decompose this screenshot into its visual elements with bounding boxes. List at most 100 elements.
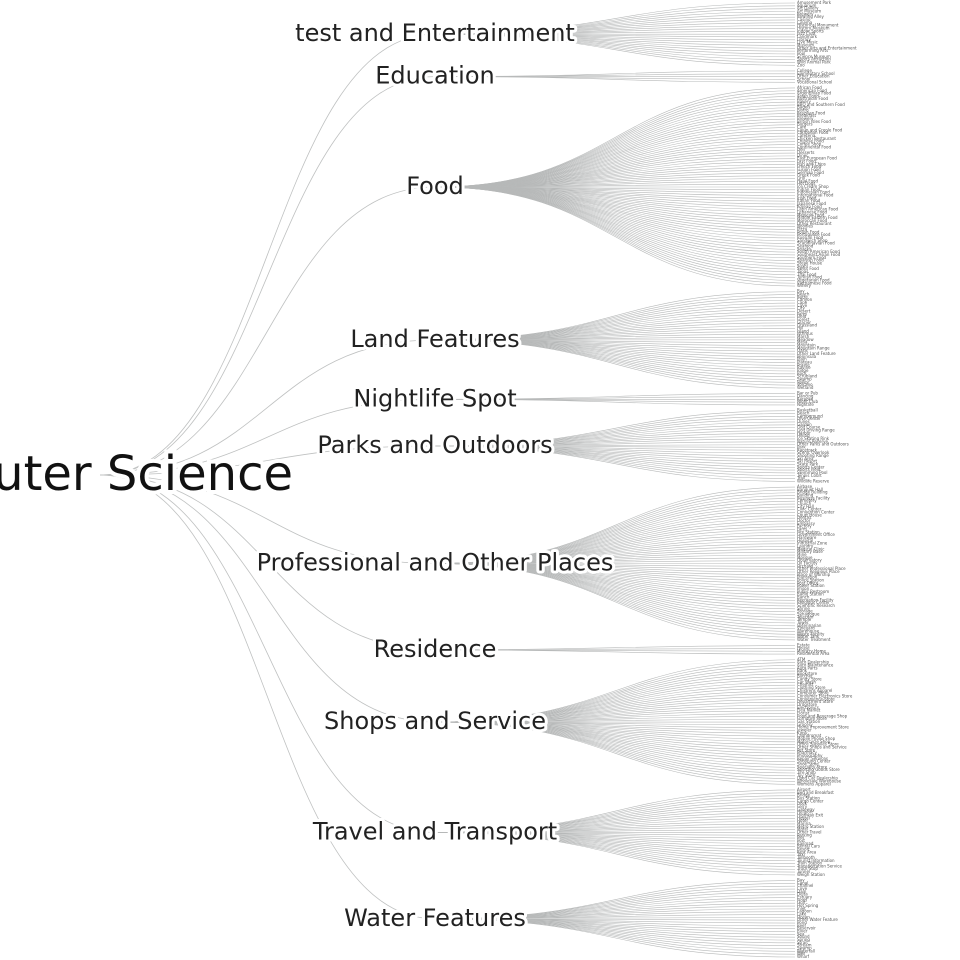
leaf-node-label[interactable]: Consumer Electronics Store [797, 694, 853, 699]
leaf-node-label[interactable]: Russian Food [797, 235, 824, 240]
leaf-node-label[interactable]: Butte [797, 294, 808, 299]
leaf-node-label[interactable]: Military Base [797, 549, 823, 554]
leaf-node-label[interactable]: Estate [797, 643, 810, 648]
leaf-node-label[interactable]: Industrial Zone [797, 541, 828, 546]
leaf-node-label[interactable]: Marina [797, 821, 811, 826]
category-node-label[interactable]: Parks and Outdoors [314, 428, 555, 462]
leaf-node-label[interactable]: Winery [797, 283, 812, 288]
leaf-node-label[interactable]: Lebanese Food [797, 209, 827, 214]
leaf-node-label[interactable]: Art Gallery [797, 6, 819, 11]
leaf-node-label[interactable]: Mine [797, 552, 807, 557]
leaf-node-label[interactable]: Asian Food [797, 93, 819, 98]
leaf-node-label[interactable]: Bowling Alley [797, 14, 824, 19]
leaf-node-label[interactable]: Brewery [797, 116, 814, 121]
leaf-node-label[interactable]: Sporting Goods Store [797, 767, 840, 772]
leaf-node-label[interactable]: Isthmus [797, 331, 813, 336]
leaf-node-label[interactable]: Skate Park [797, 461, 819, 466]
leaf-node-label[interactable]: Farm [797, 311, 807, 316]
leaf-node-label[interactable]: Fjord [797, 897, 807, 902]
category-node-label[interactable]: Nightlife Spot [350, 381, 519, 415]
leaf-node-label[interactable]: Forest [797, 317, 810, 322]
leaf-node-label[interactable]: Car Wash [797, 679, 816, 684]
leaf-node-label[interactable]: Island [797, 328, 809, 333]
leaf-node-label[interactable]: Auto Maintenance [797, 662, 834, 667]
leaf-node-label[interactable]: Drugstore [797, 702, 817, 707]
leaf-node-label[interactable]: Vegetarian Food [797, 277, 830, 282]
leaf-node-label[interactable]: Grill [797, 176, 805, 181]
leaf-node-label[interactable]: Racetrack [797, 447, 818, 452]
leaf-node-label[interactable]: Other Education [797, 74, 830, 79]
leaf-node-label[interactable]: Lake [797, 912, 807, 917]
leaf-node-label[interactable]: ATM [797, 657, 806, 662]
leaf-node-label[interactable]: Golf Driving Range [797, 427, 835, 432]
leaf-node-label[interactable]: Portuguese Food [797, 232, 831, 237]
leaf-node-label[interactable]: Korean Food [797, 204, 822, 209]
leaf-node-label[interactable]: Bakery [797, 99, 811, 104]
leaf-node-label[interactable]: Art Museum [797, 8, 821, 13]
leaf-node-label[interactable]: Scientific Research [797, 603, 835, 608]
leaf-node-label[interactable]: Library [797, 37, 812, 42]
leaf-node-label[interactable]: Church [797, 501, 812, 506]
leaf-node-label[interactable]: River [797, 929, 808, 934]
leaf-node-label[interactable]: Strait [797, 940, 808, 945]
leaf-node-label[interactable]: Dam [797, 889, 807, 894]
leaf-node-label[interactable]: Gateway [797, 807, 815, 812]
leaf-node-label[interactable]: Ranch [797, 594, 810, 599]
category-node-label[interactable]: Water Features [341, 901, 529, 935]
leaf-node-label[interactable]: Candy Store [797, 677, 822, 682]
leaf-node-label[interactable]: Mosque [797, 555, 813, 560]
leaf-node-label[interactable]: Wild Animal Park [797, 59, 831, 64]
leaf-node-label[interactable]: City [797, 306, 805, 311]
leaf-node-label[interactable]: Hot Spring [797, 903, 819, 908]
leaf-node-label[interactable]: Cemetery [797, 498, 817, 503]
leaf-node-label[interactable]: Computer Store [797, 691, 829, 696]
leaf-node-label[interactable]: Scenic Overlook [797, 450, 830, 455]
leaf-node-label[interactable]: Bistro [797, 108, 809, 113]
leaf-node-label[interactable]: Police Station [797, 577, 825, 582]
leaf-node-label[interactable]: Thai Food [796, 272, 817, 277]
leaf-node-label[interactable]: Scandinavian Food [797, 241, 835, 246]
leaf-node-label[interactable]: Lagoon [797, 909, 812, 914]
leaf-node-label[interactable]: Polish Food [797, 229, 820, 234]
leaf-node-label[interactable]: Vineyard [797, 626, 815, 631]
leaf-node-label[interactable]: Pizza [797, 226, 808, 231]
leaf-node-label[interactable]: Dunes [797, 419, 810, 424]
leaf-node-label[interactable]: Continental Food [797, 144, 831, 149]
leaf-node-label[interactable]: Home Improvement Store [797, 725, 849, 730]
leaf-node-label[interactable]: Canal [797, 880, 808, 885]
leaf-node-label[interactable]: Sandwich Shop [797, 238, 828, 243]
leaf-node-label[interactable]: Chinese Food [797, 139, 824, 144]
leaf-node-label[interactable]: Toy Store [796, 773, 816, 778]
leaf-node-label[interactable]: Airport [797, 787, 811, 792]
leaf-node-label[interactable]: Tennis Court [796, 473, 822, 478]
category-node-label[interactable]: Food [403, 169, 467, 203]
leaf-node-label[interactable]: Sea [797, 931, 805, 936]
leaf-node-label[interactable]: Argentinian Food [797, 91, 831, 96]
leaf-node-label[interactable]: British Isles Food [797, 119, 831, 124]
leaf-node-label[interactable]: Snacks [797, 246, 811, 251]
leaf-node-label[interactable]: Tapas [796, 269, 808, 274]
leaf-node-label[interactable]: Department Store [797, 699, 834, 704]
leaf-node-label[interactable]: Fire Station [797, 529, 820, 534]
leaf-node-label[interactable]: Hospital [797, 538, 813, 543]
leaf-node-label[interactable]: Landmark [797, 34, 818, 39]
leaf-node-label[interactable]: Meadow [797, 337, 814, 342]
leaf-node-label[interactable]: Pier [797, 835, 805, 840]
leaf-node-label[interactable]: Japanese Food [796, 201, 826, 206]
leaf-node-label[interactable]: Ice Skating Rink [797, 436, 830, 441]
leaf-node-label[interactable]: College [797, 68, 812, 73]
leaf-node-label[interactable]: Beach [797, 292, 810, 297]
leaf-node-label[interactable]: Pool [797, 51, 805, 56]
leaf-node-label[interactable]: Bus Station [797, 795, 820, 800]
leaf-node-label[interactable]: Cape [797, 300, 808, 305]
leaf-node-label[interactable]: Prairie [797, 362, 810, 367]
leaf-node-label[interactable]: Tower [796, 620, 809, 625]
leaf-node-label[interactable]: Tollbooth [796, 855, 815, 860]
leaf-node-label[interactable]: Resort [797, 846, 810, 851]
leaf-node-label[interactable]: Pharmacy [797, 750, 818, 755]
leaf-node-label[interactable]: Port [797, 838, 805, 843]
leaf-node-label[interactable]: Turkish Food [796, 275, 822, 280]
category-node-label[interactable]: Land Features [347, 322, 522, 356]
leaf-node-label[interactable]: Building [797, 493, 814, 498]
leaf-node-label[interactable]: Telecom [796, 614, 813, 619]
